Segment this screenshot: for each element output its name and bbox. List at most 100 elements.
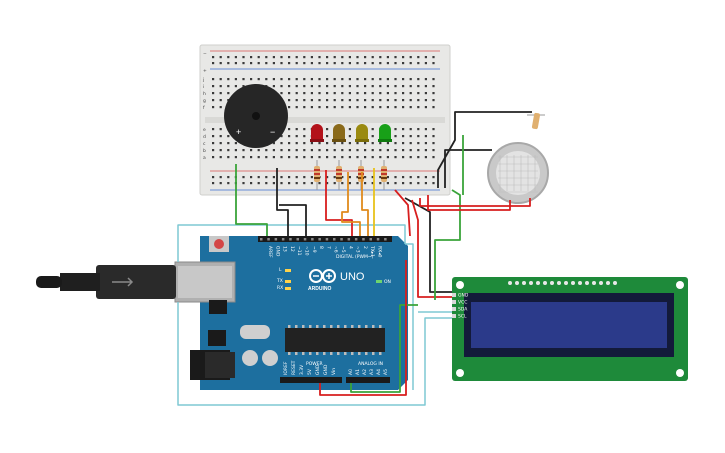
hole — [364, 56, 367, 59]
usb-cable — [36, 265, 176, 299]
hole — [242, 176, 245, 179]
hole — [219, 106, 222, 109]
header-pin[interactable] — [325, 238, 329, 241]
hole — [212, 78, 215, 81]
header-pin[interactable] — [354, 238, 358, 241]
lcd-header-pin — [571, 281, 575, 285]
lcd-pin[interactable] — [452, 293, 456, 297]
hole — [409, 85, 412, 88]
header-pin[interactable] — [333, 238, 336, 241]
header-pin[interactable] — [281, 238, 285, 241]
hole — [272, 142, 275, 145]
hole — [212, 149, 215, 152]
hole — [227, 149, 230, 152]
hole — [348, 142, 351, 145]
hole — [417, 182, 420, 185]
sensor-resistor[interactable] — [527, 112, 545, 130]
header-pin[interactable] — [296, 238, 300, 241]
hole — [280, 182, 283, 185]
led-green[interactable] — [378, 124, 392, 142]
hole — [303, 106, 306, 109]
hole — [212, 182, 215, 185]
hole — [303, 56, 306, 59]
chip-leg — [330, 352, 333, 355]
hole — [280, 92, 283, 95]
hole — [318, 182, 321, 185]
arduino-uno[interactable]: UNO ARDUINO ON TX RX L DIGITAL (PWM~) AN… — [174, 236, 408, 390]
header-pin[interactable] — [362, 238, 365, 241]
hole — [288, 106, 291, 109]
resistor-4[interactable] — [381, 160, 387, 190]
resistor-1[interactable] — [314, 160, 320, 190]
hole — [394, 62, 397, 65]
sensor-mesh — [498, 155, 538, 193]
led-red[interactable] — [310, 124, 324, 142]
hole — [219, 182, 222, 185]
header-pin[interactable] — [274, 238, 278, 241]
hole — [424, 78, 427, 81]
hole — [379, 92, 382, 95]
hole — [348, 99, 351, 102]
hole — [212, 128, 215, 131]
lcd-pin[interactable] — [452, 300, 456, 304]
hole — [394, 156, 397, 159]
hole — [371, 149, 374, 152]
hole — [333, 99, 336, 102]
hole — [295, 78, 298, 81]
hole — [303, 99, 306, 102]
header-pin[interactable] — [340, 238, 343, 241]
rx-label: RX — [277, 285, 283, 291]
digital-pin-label: ~6 — [333, 246, 339, 253]
header-pin[interactable] — [376, 238, 380, 241]
hole — [386, 62, 389, 65]
header-pin[interactable] — [303, 238, 307, 241]
hole — [364, 156, 367, 159]
hole — [341, 99, 344, 102]
hole — [348, 85, 351, 88]
hole — [371, 142, 374, 145]
hole — [288, 62, 291, 65]
on-label: ON — [384, 279, 391, 285]
header-pin[interactable] — [289, 238, 292, 241]
hole — [234, 56, 237, 59]
gas-sensor[interactable] — [487, 142, 549, 204]
hole — [212, 99, 215, 102]
resistor-2[interactable] — [336, 160, 342, 190]
hole — [303, 142, 306, 145]
hole — [424, 135, 427, 138]
hole — [409, 176, 412, 179]
hole — [364, 85, 367, 88]
hole — [386, 156, 389, 159]
hole — [310, 149, 313, 152]
header-pin[interactable] — [311, 238, 314, 241]
lcd-pin[interactable] — [452, 314, 456, 318]
hole — [402, 62, 405, 65]
piezo-buzzer[interactable]: + − — [224, 84, 288, 148]
hole — [326, 142, 329, 145]
led-yellow[interactable] — [355, 124, 369, 142]
led-orange[interactable] — [332, 124, 346, 142]
header-pin[interactable] — [369, 238, 373, 241]
lcd-pin[interactable] — [452, 307, 456, 311]
header-pin[interactable] — [347, 238, 351, 241]
header-pin[interactable] — [267, 238, 270, 241]
board-brand: ARDUINO — [308, 286, 331, 292]
hole — [379, 176, 382, 179]
hole — [303, 182, 306, 185]
row-label: b — [203, 148, 206, 154]
chip-leg — [344, 352, 347, 355]
hole — [326, 128, 329, 131]
chip-leg — [344, 325, 347, 328]
header-pin[interactable] — [384, 238, 387, 241]
hole — [288, 99, 291, 102]
analog-pin-label: A1 — [355, 369, 361, 375]
hole — [371, 62, 374, 65]
hole — [402, 156, 405, 159]
hole — [326, 78, 329, 81]
chip-leg — [365, 325, 368, 328]
header-pin[interactable] — [260, 238, 263, 241]
header-pin[interactable] — [318, 238, 321, 241]
